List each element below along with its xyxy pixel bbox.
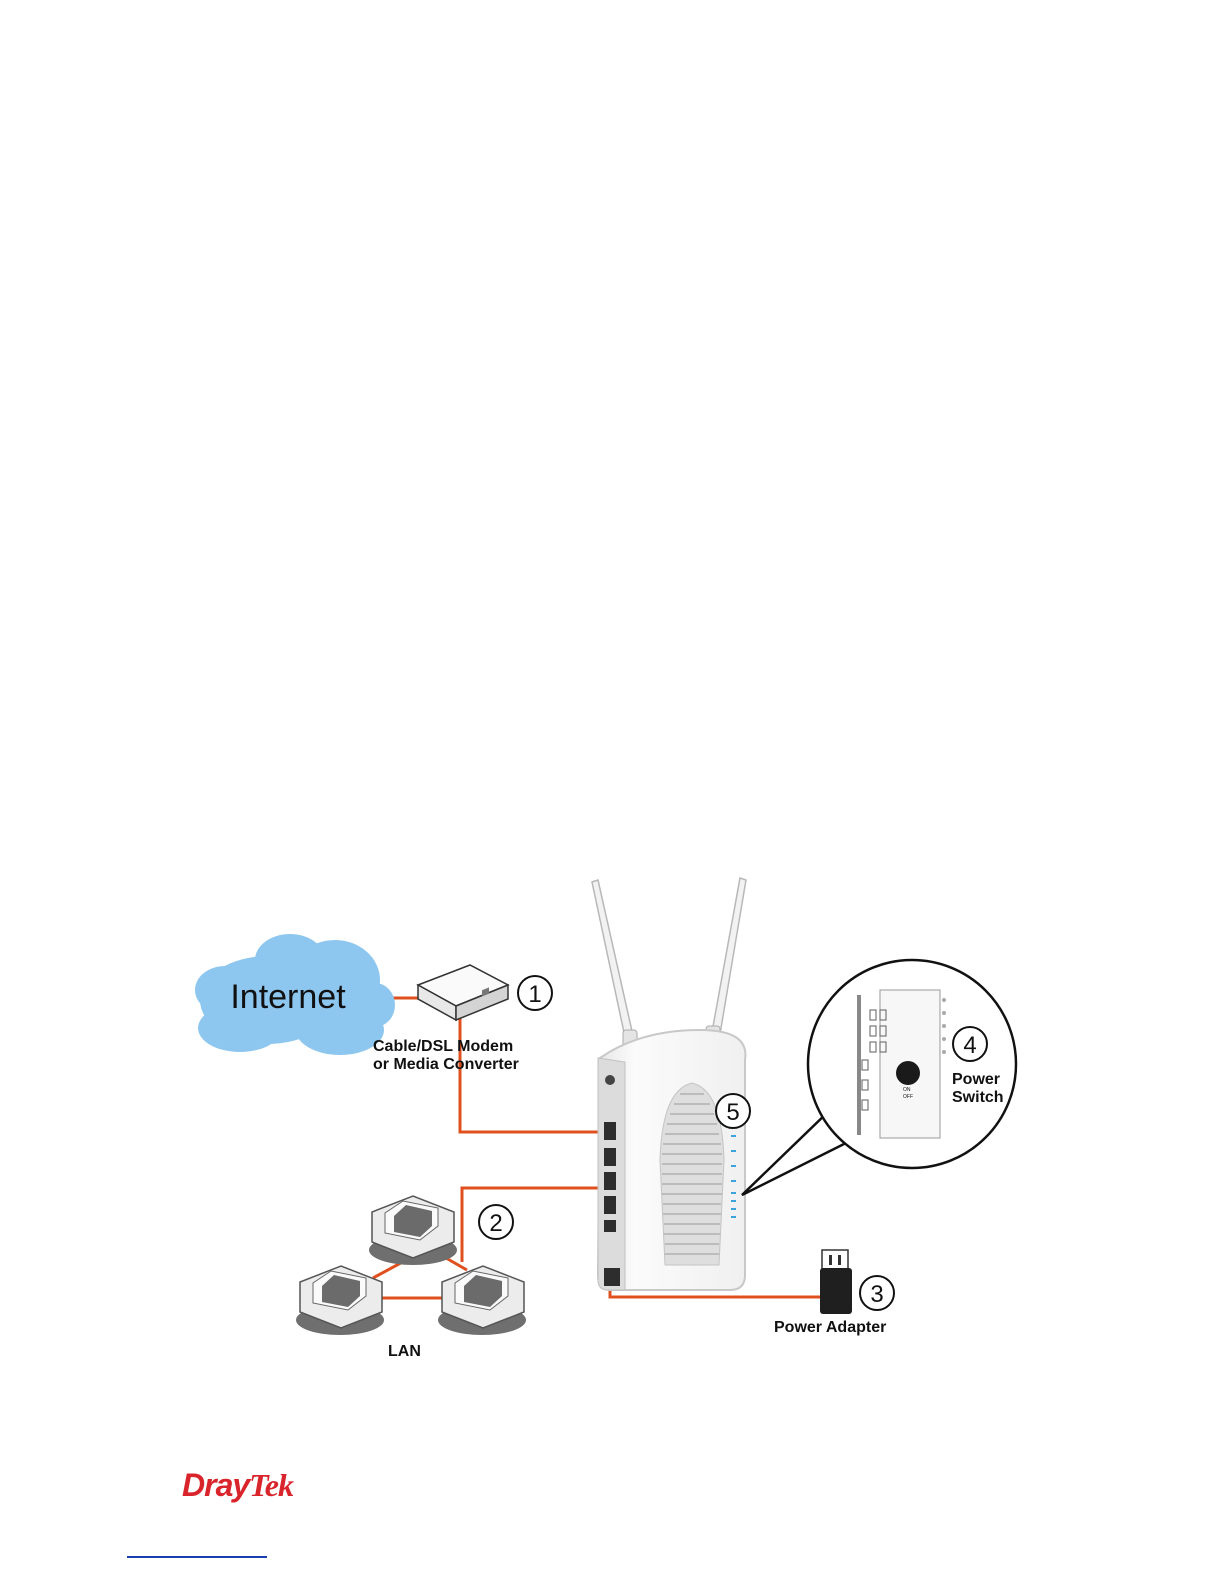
step-1-badge: 1 — [518, 976, 552, 1010]
svg-text:DrayTek: DrayTek — [182, 1467, 294, 1503]
svg-text:5: 5 — [726, 1099, 739, 1126]
computer-icon — [296, 1266, 384, 1335]
modem-icon — [418, 965, 508, 1020]
on-label: ON — [903, 1087, 911, 1093]
svg-text:1: 1 — [528, 981, 541, 1008]
modem-label-line2: or Media Converter — [373, 1056, 519, 1073]
off-label: OFF — [903, 1094, 913, 1100]
footer-divider — [127, 1556, 267, 1558]
logo-text-tek: Tek — [249, 1467, 294, 1503]
logo-text-dray: Dray — [182, 1467, 252, 1503]
svg-text:2: 2 — [489, 1210, 502, 1237]
power-switch-label-line1: Power — [952, 1071, 1000, 1088]
step-5-badge: 5 — [716, 1094, 750, 1128]
svg-text:4: 4 — [963, 1032, 976, 1059]
step-3-badge: 3 — [860, 1276, 894, 1310]
antenna-right-icon — [706, 878, 746, 1046]
router-icon — [598, 1030, 745, 1290]
antenna-left-icon — [592, 880, 637, 1050]
lan-label: LAN — [388, 1343, 421, 1360]
power-adapter-label: Power Adapter — [774, 1319, 886, 1336]
power-switch-button-icon — [896, 1061, 920, 1085]
svg-text:3: 3 — [870, 1281, 883, 1308]
power-adapter-icon — [820, 1250, 852, 1314]
computer-icon — [369, 1196, 457, 1265]
internet-label: Internet — [230, 978, 346, 1016]
step-4-badge: 4 — [953, 1027, 987, 1061]
computer-icon — [438, 1266, 526, 1335]
draytek-logo: DrayTek — [182, 1467, 294, 1503]
step-2-badge: 2 — [479, 1205, 513, 1239]
power-switch-label-line2: Switch — [952, 1089, 1004, 1106]
modem-label-line1: Cable/DSL Modem — [373, 1038, 513, 1055]
internet-cloud: Internet — [195, 934, 395, 1055]
